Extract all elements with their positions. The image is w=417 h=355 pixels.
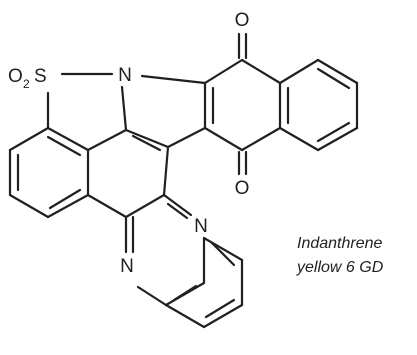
bond: [316, 58, 359, 85]
bond: [203, 126, 244, 152]
atom-sulfonyl-o: O: [8, 66, 23, 87]
atom-n-right: N: [194, 216, 208, 237]
bond: [124, 128, 170, 149]
atom-sulfonyl-s: S: [34, 66, 47, 87]
bond: [202, 303, 244, 329]
bond: [162, 193, 193, 217]
bond: [278, 126, 320, 152]
bond: [166, 126, 207, 149]
bond: [172, 284, 198, 302]
atom-o-top: O: [235, 10, 250, 31]
bond: [202, 236, 244, 262]
bond: [8, 126, 50, 152]
bond: [210, 241, 236, 267]
bond: [140, 74, 207, 85]
compound-name-line-2: yellow 6 GD: [297, 259, 384, 276]
bond: [124, 193, 166, 219]
bond: [162, 145, 170, 197]
bond: [164, 303, 206, 329]
atom-sulfonyl-subscript: 2: [23, 77, 30, 91]
atom-n-pyrrole: N: [118, 65, 132, 86]
bond: [120, 85, 128, 132]
bond: [86, 193, 128, 219]
bond: [240, 58, 282, 85]
bond: [240, 126, 282, 152]
bond: [46, 193, 90, 219]
bonds: [8, 32, 359, 329]
bond: [8, 193, 50, 219]
bond: [166, 202, 189, 220]
bond: [136, 285, 168, 307]
bond: [316, 126, 359, 152]
atom-labels: O O N N N O 2 S: [8, 10, 249, 277]
bond: [48, 188, 82, 210]
bond: [131, 134, 162, 152]
compound-name: Indanthrene yellow 6 GD: [297, 232, 383, 280]
bond: [203, 58, 244, 85]
bond: [316, 121, 351, 143]
bond: [204, 298, 236, 319]
bond: [46, 135, 82, 157]
atom-o-bottom: O: [235, 178, 250, 199]
bond: [86, 128, 128, 152]
bond: [316, 67, 351, 90]
compound-name-line-1: Indanthrene: [297, 235, 383, 252]
bond: [46, 126, 90, 152]
bond: [278, 58, 320, 85]
atom-n-lower: N: [120, 256, 134, 277]
